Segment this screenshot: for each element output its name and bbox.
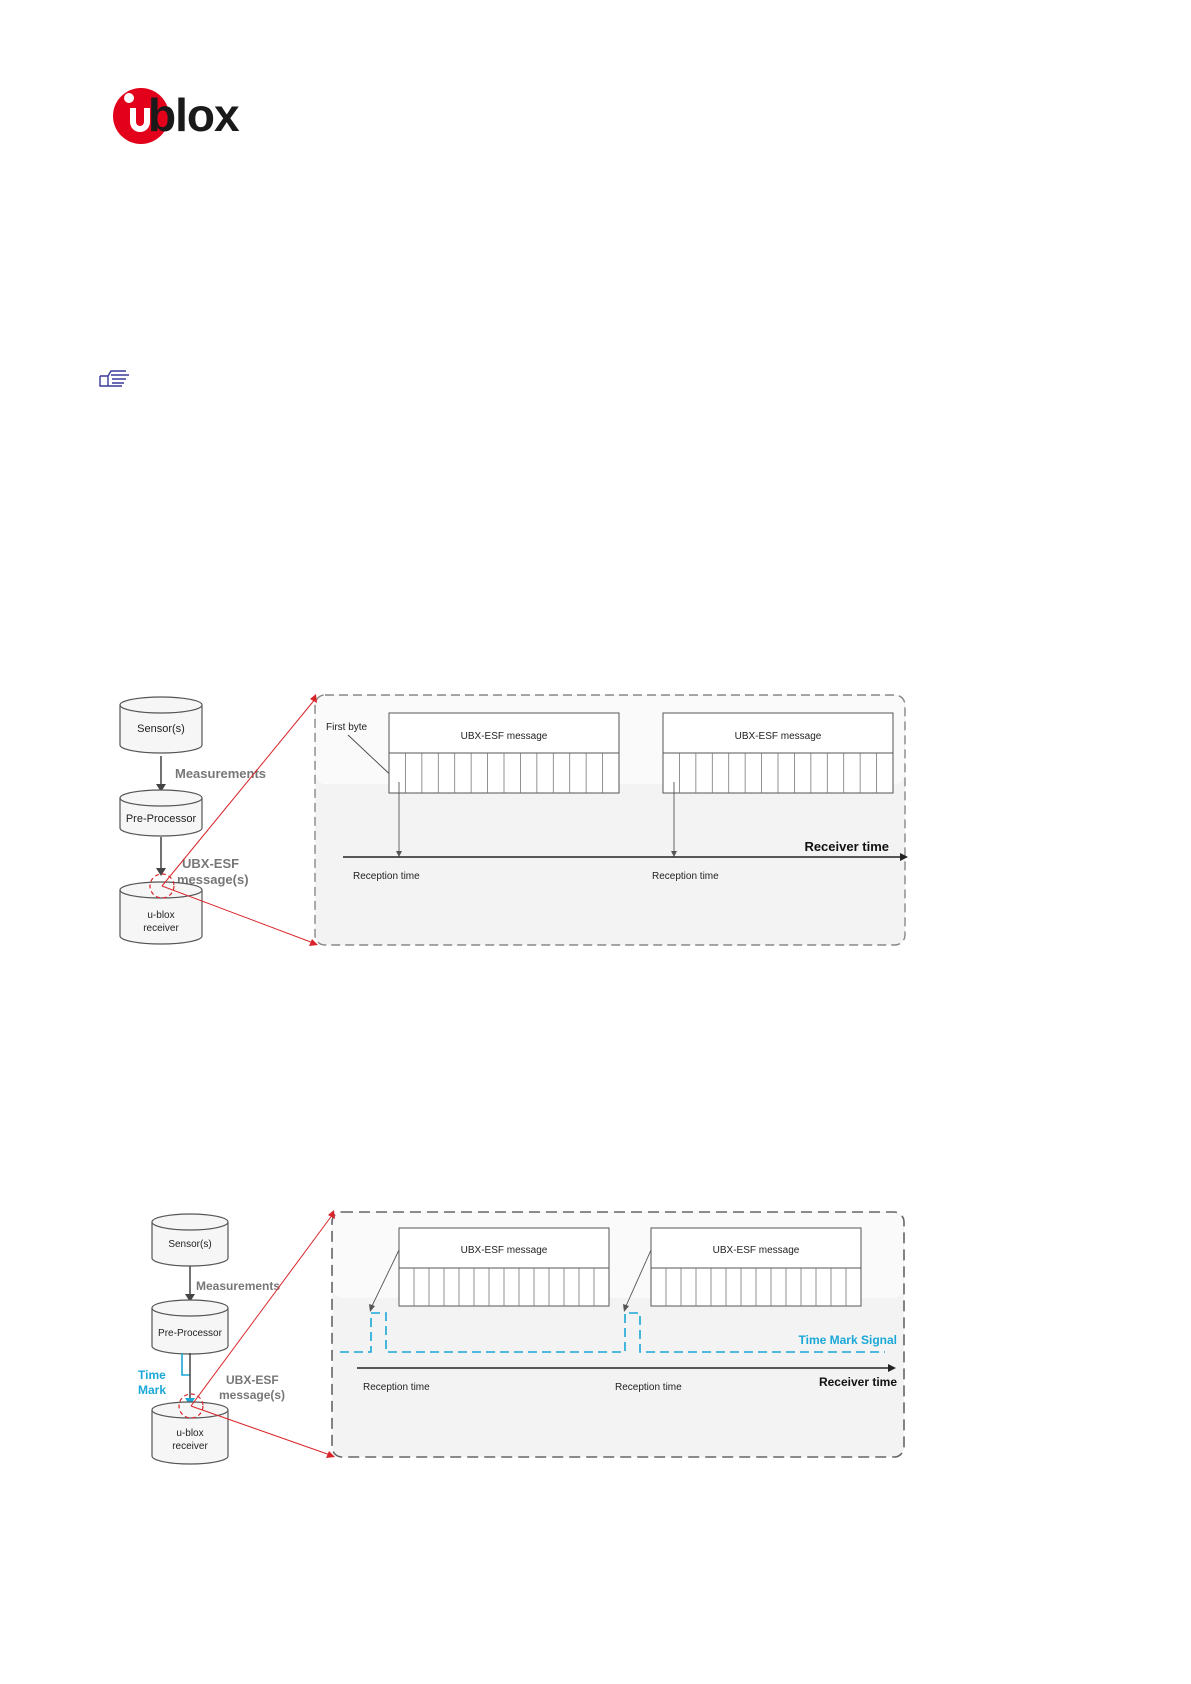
preprocessor-label: Pre-Processor — [126, 813, 197, 825]
zoom-circle — [149, 873, 175, 899]
time-mark-signal-line — [340, 1312, 885, 1353]
message-2-box: UBX-ESF message — [662, 712, 894, 794]
ubx-label-line1: UBX-ESF — [182, 856, 239, 871]
reception-time-2-label-2: Reception time — [615, 1382, 682, 1393]
ubx-label-2-line1: UBX-ESF — [226, 1373, 279, 1387]
receiver-label-2-line2: receiver — [172, 1441, 208, 1452]
receiver-label-line1: u-blox — [147, 910, 174, 921]
sensors-node: Sensor(s) — [119, 696, 203, 754]
reception-time-2-label: Reception time — [652, 871, 719, 882]
reception-time-1-label: Reception time — [353, 871, 420, 882]
pointing-hand-icon — [99, 370, 129, 387]
preprocessor-label-2: Pre-Processor — [158, 1328, 223, 1339]
sensors-node-2: Sensor(s) — [151, 1213, 229, 1267]
ubx-label-2-line2: message(s) — [219, 1388, 285, 1402]
time-mark-signal-label: Time Mark Signal — [799, 1333, 897, 1347]
sensors-label-2: Sensor(s) — [168, 1239, 211, 1250]
zoom-line-top — [161, 697, 317, 887]
preprocessor-node: Pre-Processor — [119, 789, 203, 837]
message-2-label-2: UBX-ESF message — [713, 1245, 800, 1256]
message-1-label: UBX-ESF message — [461, 731, 548, 742]
zoom-line-bottom — [161, 885, 317, 945]
first-byte-label: First byte — [326, 722, 368, 733]
reception-time-1-label-2: Reception time — [363, 1382, 430, 1393]
time-mark-line — [181, 1353, 190, 1376]
ublox-logo-text: blox — [148, 89, 240, 141]
ublox-logo-mark — [113, 88, 169, 144]
figure-2-diagram: Sensor(s) Measurements Pre-Processor Tim… — [138, 1210, 905, 1465]
message-1-box-2: UBX-ESF message — [398, 1227, 610, 1307]
message-1-label-2: UBX-ESF message — [461, 1245, 548, 1256]
zoom-circle-2 — [178, 1393, 204, 1419]
receiver-node: u-blox receiver — [119, 881, 203, 945]
time-mark-label-line2: Mark — [138, 1383, 166, 1397]
message-2-label: UBX-ESF message — [735, 731, 822, 742]
sensors-label: Sensor(s) — [137, 723, 185, 735]
receiver-node-2: u-blox receiver — [151, 1401, 229, 1465]
receiver-time-label-2: Receiver time — [819, 1375, 897, 1389]
message-1-box: UBX-ESF message — [388, 712, 620, 794]
receiver-label-line2: receiver — [143, 923, 179, 934]
time-mark-label-line1: Time — [138, 1368, 166, 1382]
zoom-line-bottom-2 — [190, 1405, 334, 1457]
figure-1-diagram: Sensor(s) Measurements Pre-Processor UBX… — [119, 694, 908, 946]
preprocessor-node-2: Pre-Processor — [151, 1299, 229, 1355]
ublox-logo: blox — [112, 86, 272, 146]
receiver-time-label: Receiver time — [804, 839, 889, 854]
measurements-label: Measurements — [175, 766, 266, 781]
ubx-label-line2: message(s) — [177, 872, 249, 887]
receiver-label-2-line1: u-blox — [176, 1428, 203, 1439]
measurements-label-2: Measurements — [196, 1279, 280, 1293]
zoom-line-top-2 — [190, 1213, 334, 1407]
message-2-box-2: UBX-ESF message — [650, 1227, 862, 1307]
